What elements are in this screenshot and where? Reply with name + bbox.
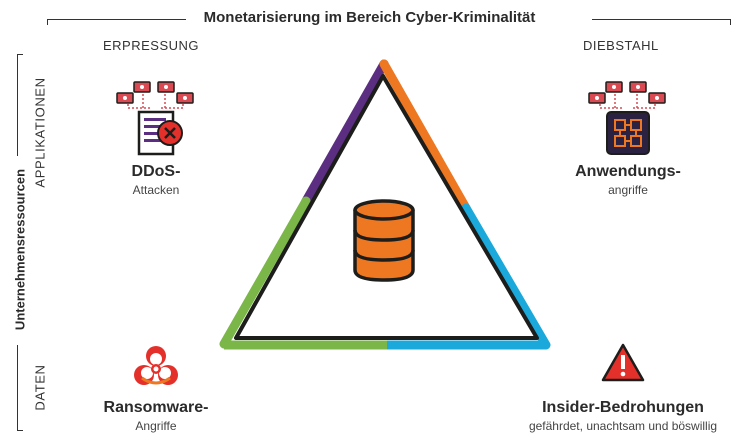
triangle-edge-blue xyxy=(461,203,551,350)
title-rule-right-tick xyxy=(730,19,731,25)
page-title: Monetarisierung im Bereich Cyber-Krimina… xyxy=(203,9,536,26)
axis-rule-top xyxy=(17,54,18,156)
quadrant-subtitle-insider: gefährdet, unachtsam und böswillig xyxy=(528,419,718,433)
triangle-edge-orange xyxy=(379,59,471,213)
axis-rule-bottom-tick xyxy=(17,430,23,431)
quadrant-title-insider: Insider-Bedrohungen xyxy=(542,399,704,416)
axis-rule-top-tick xyxy=(17,54,23,55)
axis-label-resources: Unternehmensressourcen xyxy=(12,168,28,331)
title-rule-left xyxy=(47,19,186,20)
warning-icon xyxy=(601,343,645,382)
column-label-extortion: ERPRESSUNG xyxy=(103,38,200,53)
quadrant-subtitle-ransomware: Angriffe xyxy=(135,419,177,433)
quadrant-title-ransomware: Ransomware- xyxy=(103,399,209,416)
chip-attack-icon xyxy=(588,81,666,155)
row-label-data: DATEN xyxy=(32,364,48,411)
axis-rule-bottom xyxy=(17,345,18,431)
triangle-edge-green xyxy=(219,196,311,349)
ddos-server-icon xyxy=(116,81,194,156)
title-rule-right xyxy=(592,19,731,20)
title-rule-left-tick xyxy=(47,19,48,25)
triangle-edge-purple xyxy=(301,59,389,206)
column-label-theft: DIEBSTAHL xyxy=(583,38,659,53)
quadrant-title-application: Anwendungs- xyxy=(575,163,681,180)
biohazard-icon xyxy=(134,346,178,385)
quadrant-title-ddos: DDoS- xyxy=(131,163,181,180)
database-icon xyxy=(353,199,415,282)
quadrant-subtitle-application: angriffe xyxy=(608,183,648,197)
row-label-applications: APPLIKATIONEN xyxy=(32,77,48,188)
quadrant-subtitle-ddos: Attacken xyxy=(132,183,180,197)
